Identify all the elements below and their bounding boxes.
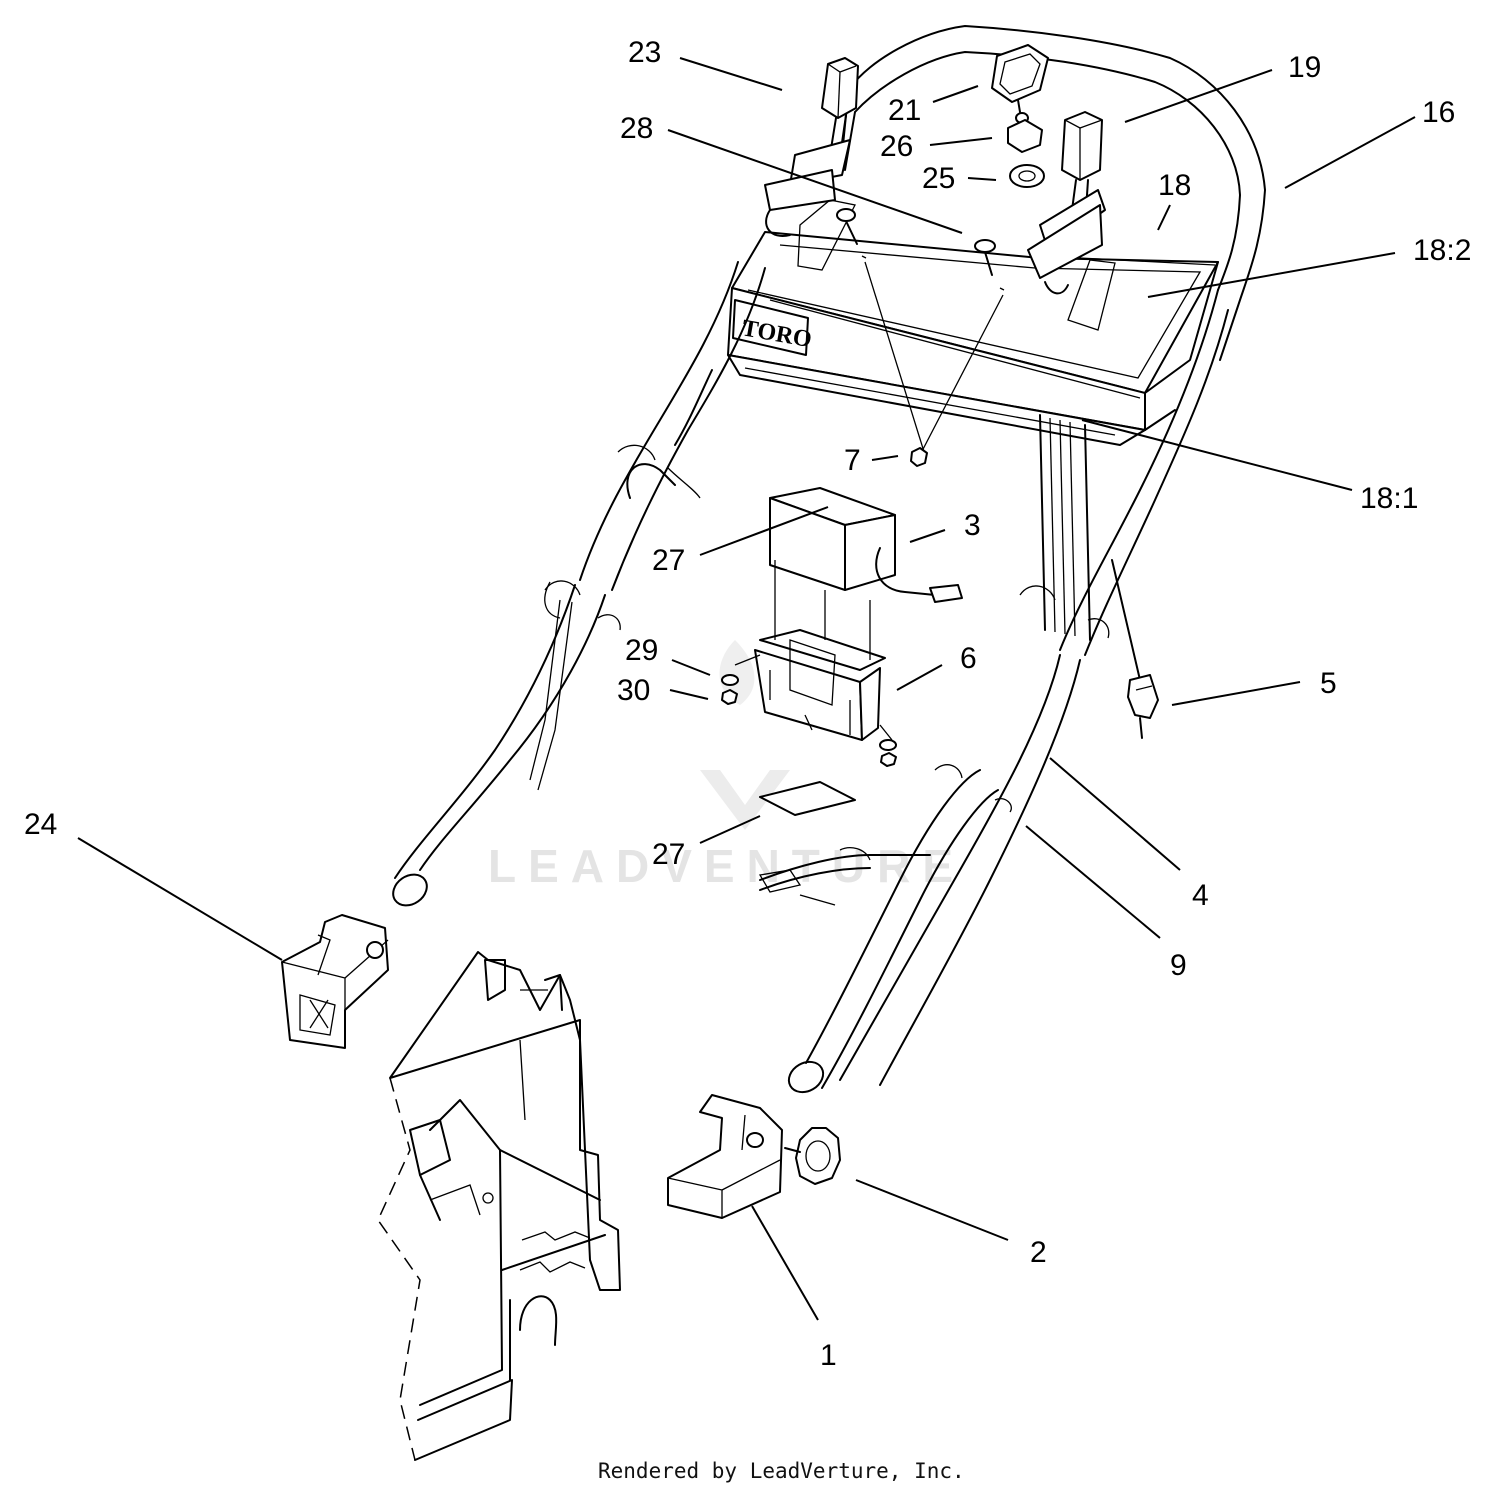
callout-5: 5 <box>1320 667 1337 700</box>
callout-27a: 27 <box>652 544 685 577</box>
watermark-text: LEADVENTURE <box>488 840 965 892</box>
chute-assembly <box>377 951 621 1461</box>
battery-tray-6 <box>734 560 893 741</box>
callout-labels: 23 21 19 28 26 16 25 18 18:2 7 18:1 3 27… <box>24 36 1471 1372</box>
footer-credit: Rendered by LeadVerture, Inc. <box>598 1459 965 1483</box>
callout-18-2: 18:2 <box>1413 234 1471 267</box>
callout-26: 26 <box>880 130 913 163</box>
bracket-1 <box>667 1094 783 1219</box>
nut-7 <box>910 447 928 467</box>
callout-28: 28 <box>620 112 653 145</box>
lever-left-23 <box>764 57 859 237</box>
control-panel-18: TORO <box>727 199 1219 446</box>
cable-9 <box>758 847 931 906</box>
callout-18: 18 <box>1158 169 1191 202</box>
pad-27 <box>759 781 856 816</box>
knob-2 <box>784 1127 841 1185</box>
lever-right-19 <box>1027 111 1106 295</box>
callout-18-1: 18:1 <box>1360 482 1418 515</box>
rivets-28 <box>836 208 1005 456</box>
callout-19: 19 <box>1288 51 1321 84</box>
callout-9: 9 <box>1170 949 1187 982</box>
callout-23: 23 <box>628 36 661 69</box>
lower-handle-left <box>392 261 766 907</box>
callout-2: 2 <box>1030 1236 1047 1269</box>
callout-3: 3 <box>964 509 981 542</box>
watermark: LEADVENTURE <box>488 640 965 892</box>
callout-4: 4 <box>1192 879 1209 912</box>
callout-7: 7 <box>844 444 861 477</box>
callout-16: 16 <box>1422 96 1455 129</box>
callout-1: 1 <box>820 1339 837 1372</box>
key-switch-parts <box>991 44 1049 188</box>
leader-lines <box>77 57 1416 1321</box>
washers-29-30 <box>721 674 897 767</box>
battery-3 <box>769 487 963 603</box>
lower-handle-right <box>787 289 1229 1094</box>
callout-30: 30 <box>617 674 650 707</box>
switch-5 <box>1111 559 1159 739</box>
callout-29: 29 <box>625 634 658 667</box>
callout-6: 6 <box>960 642 977 675</box>
callout-24: 24 <box>24 808 57 841</box>
bracket-24 <box>281 914 389 1049</box>
callout-27b: 27 <box>652 838 685 871</box>
callout-21: 21 <box>888 94 921 127</box>
callout-25: 25 <box>922 162 955 195</box>
